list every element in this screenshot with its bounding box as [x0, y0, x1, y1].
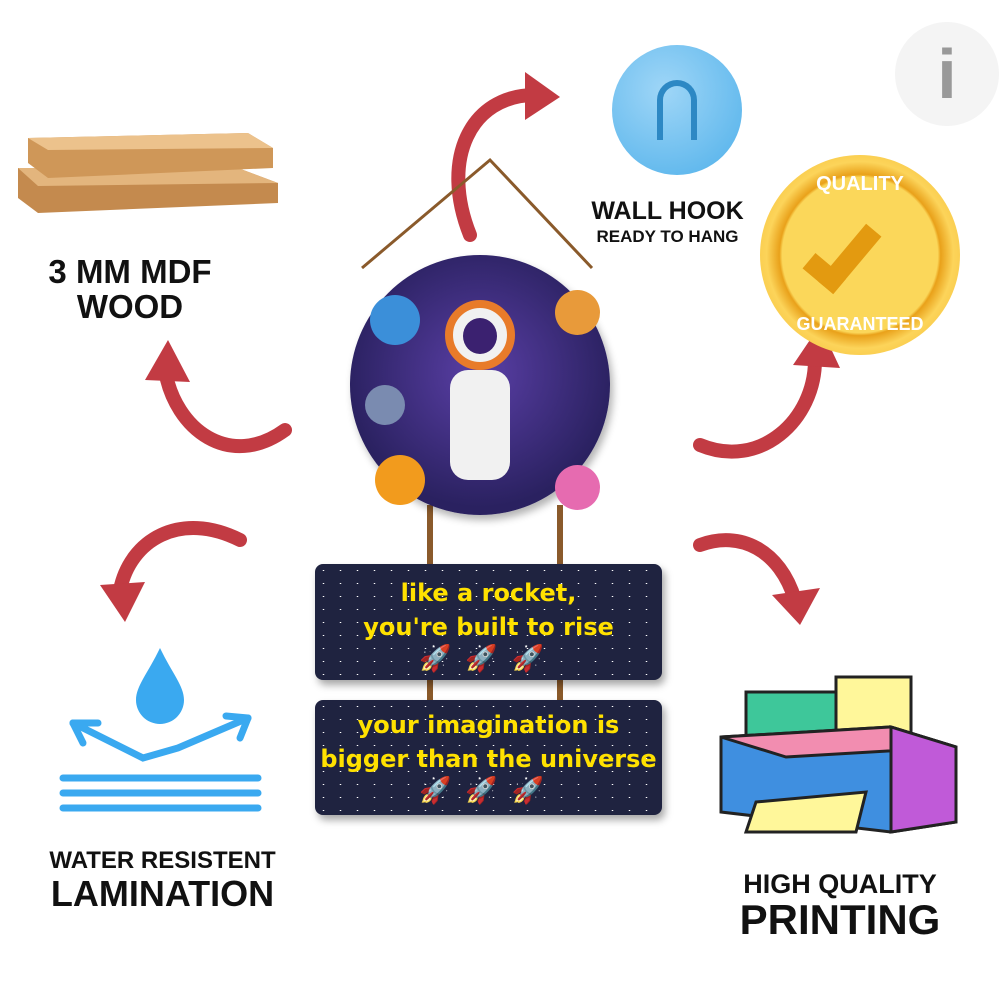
printer-icon — [719, 675, 958, 834]
wall-hook-icon — [612, 45, 742, 175]
badge-bottom-text: GUARANTEED — [796, 314, 924, 334]
arrow-to-lamination — [113, 521, 247, 597]
badge-top-text: QUALITY — [816, 173, 904, 195]
arrow-to-wood — [158, 363, 292, 454]
planet-icon — [365, 385, 405, 425]
wood-planks-icon — [18, 133, 278, 213]
planet-icon — [555, 290, 600, 335]
hook-label-line2: READY TO HANG — [596, 227, 739, 247]
arrow-to-hook — [451, 88, 542, 242]
quote-board-1-line2: you're built to rise — [363, 613, 614, 641]
rocket-icons: 🚀🚀🚀 — [418, 644, 559, 674]
astronaut-round-sign — [350, 255, 610, 515]
wood-label-line2: WOOD — [76, 287, 184, 325]
logo-letter: i — [937, 35, 957, 113]
printing-label-line1: HIGH QUALITY — [743, 869, 937, 899]
hook-label-line1: WALL HOOK — [591, 197, 744, 225]
quality-badge: QUALITY GUARANTEED — [760, 155, 960, 355]
quote-board-2-line2: bigger than the universe — [320, 745, 657, 773]
lamination-label: WATER RESISTENT LAMINATION — [30, 848, 295, 913]
astronaut-body — [450, 370, 510, 480]
quote-board-2-line1: your imagination is — [357, 711, 620, 739]
planet-icon — [555, 465, 600, 510]
arrowhead-icon — [793, 325, 840, 368]
wood-label: 3 MM MDF WOOD — [20, 253, 240, 325]
water-resistant-icon — [59, 648, 262, 812]
arrow-to-printing — [693, 533, 802, 607]
arrowhead-icon — [145, 340, 190, 382]
wood-label-line1: 3 MM MDF — [48, 253, 212, 290]
lamination-label-line1: WATER RESISTENT — [49, 847, 276, 874]
arrowhead-icon — [100, 582, 145, 622]
arrowhead-icon — [525, 72, 560, 120]
printing-label-line2: PRINTING — [739, 896, 941, 944]
rocket-icons: 🚀🚀🚀 — [418, 776, 559, 806]
quote-board-1-line1: like a rocket, — [400, 579, 577, 607]
hook-label: WALL HOOK READY TO HANG — [570, 198, 765, 246]
planet-icon — [370, 295, 420, 345]
printing-label: HIGH QUALITY PRINTING — [725, 870, 955, 942]
planet-icon — [375, 455, 425, 505]
quote-board-1: like a rocket, you're built to rise 🚀🚀🚀 — [315, 564, 662, 680]
astronaut-icon — [445, 300, 515, 370]
lamination-label-line2: LAMINATION — [50, 873, 275, 915]
arrow-to-quality — [693, 353, 822, 459]
arrowhead-icon — [772, 588, 820, 625]
brand-logo: i — [895, 22, 999, 126]
quote-board-2: your imagination is bigger than the univ… — [315, 700, 662, 815]
